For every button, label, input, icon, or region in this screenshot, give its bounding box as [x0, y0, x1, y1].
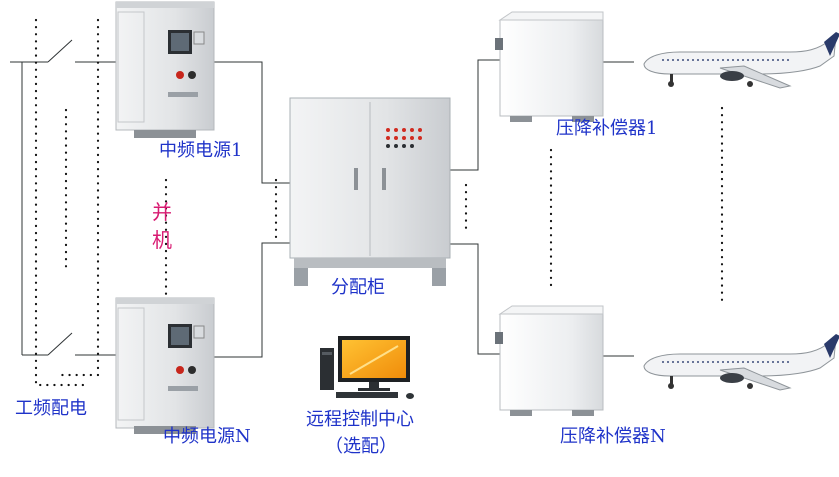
connection-lines: [10, 39, 634, 358]
psu1-to-cabinet: [214, 61, 290, 184]
label-control-center: 远程控制中心: [306, 409, 414, 430]
label-compensator-1: 压降补偿器1: [556, 118, 658, 139]
computer-icon: [320, 336, 414, 399]
label-distribution-cabinet: 分配柜: [331, 277, 385, 298]
mouse: [406, 393, 414, 399]
dotted-lines: [34, 18, 724, 387]
dotted-loop-inner: [58, 18, 100, 377]
aircraft-1: [643, 32, 839, 89]
label-psu-n: 中频电源N: [163, 426, 251, 447]
psun-to-cabinet: [214, 242, 290, 358]
label-optional: （选配）: [325, 436, 397, 457]
switch-top: [47, 39, 73, 63]
distribution-cabinet: [289, 97, 451, 286]
label-parallel-1: 并: [152, 200, 172, 224]
label-power-source: 工频配电: [15, 398, 87, 419]
cabinet-to-compn: [450, 243, 500, 355]
compensator-1-box: [495, 11, 604, 122]
label-parallel-2: 机: [152, 228, 172, 252]
indicator-lights: [386, 128, 422, 148]
psu-n-cabinet: [115, 297, 215, 434]
label-compensator-n: 压降补偿器N: [560, 426, 666, 447]
psu-1-cabinet: [115, 1, 215, 138]
label-psu-1: 中频电源1: [159, 140, 243, 161]
compensator-n-box: [495, 305, 604, 416]
pc-tower: [320, 348, 334, 390]
dotted-loop-outer: [34, 18, 90, 387]
cabinet-to-comp1: [450, 59, 500, 171]
switch-bottom: [47, 332, 73, 356]
keyboard: [336, 392, 398, 398]
aircraft-n: [643, 334, 839, 391]
